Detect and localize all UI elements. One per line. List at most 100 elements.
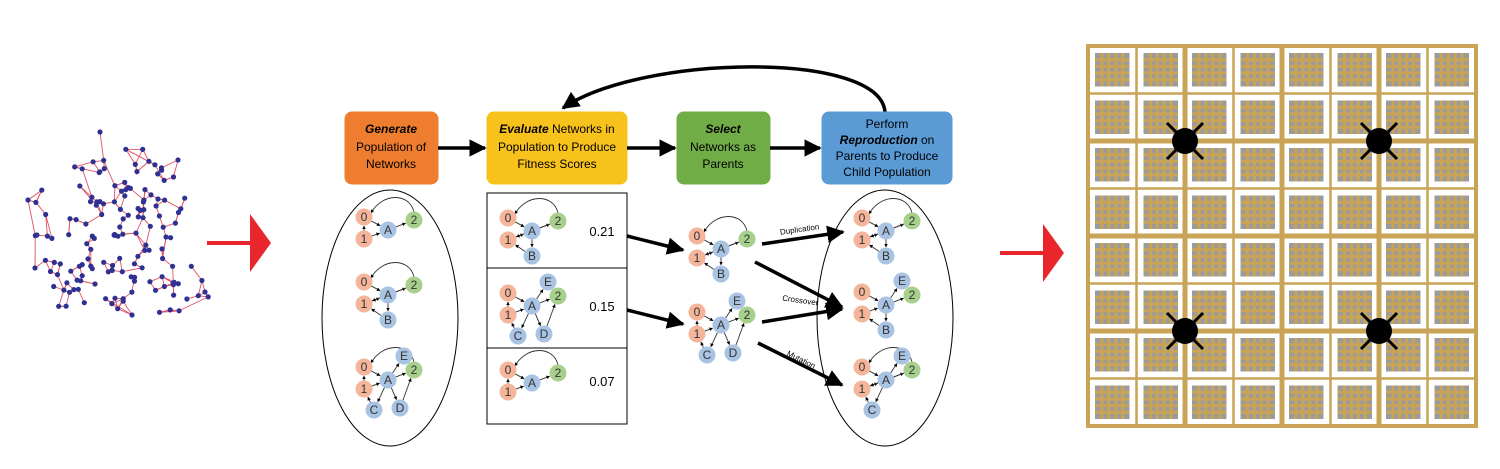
graph-edge (75, 167, 100, 173)
chip-core (1435, 101, 1470, 135)
graph-node (58, 261, 63, 266)
fitness-score-1: 0.21 (589, 224, 614, 239)
graph-node (142, 248, 147, 253)
duplication-arrow (762, 232, 843, 244)
graph-node (162, 198, 167, 203)
chip-core (1095, 101, 1130, 135)
graph-edge (75, 162, 93, 167)
graph-node (112, 199, 117, 204)
network-connection (540, 299, 550, 303)
graph-node (68, 269, 73, 274)
select-arrow-1 (627, 236, 683, 250)
network-connection (724, 332, 729, 344)
network-connection (372, 309, 382, 316)
chip-core (1192, 196, 1227, 230)
chip-core (1192, 243, 1227, 277)
graph-node (56, 304, 61, 309)
graph-node (142, 187, 147, 192)
network-node-label: 2 (411, 363, 418, 377)
graph-node (80, 273, 85, 278)
graph-node (129, 290, 134, 295)
graph-node (88, 264, 93, 269)
chip-core (1338, 196, 1373, 230)
network-node-label: 0 (505, 211, 512, 225)
network-node-label: A (717, 318, 725, 332)
network-node-label: 2 (909, 363, 916, 377)
network-node-label: 0 (505, 363, 512, 377)
network-connection (516, 386, 524, 389)
graph-node (133, 231, 138, 236)
graph-node (43, 212, 48, 217)
chip-router-hub (1167, 313, 1203, 349)
graph-node (101, 201, 106, 206)
network-connection (869, 222, 878, 227)
graph-node (49, 236, 54, 241)
chip-core (1241, 53, 1276, 87)
chip-core (1289, 386, 1324, 420)
graph-node (182, 196, 187, 201)
network-connection (890, 289, 897, 299)
graph-node (132, 261, 137, 266)
network-connection (736, 323, 744, 345)
network-connection (869, 371, 878, 376)
step-select: Select Networks as Parents (677, 112, 770, 184)
graph-node (117, 256, 122, 261)
chip-router-hub (1361, 123, 1397, 159)
network-node-label: D (396, 401, 405, 415)
graph-edge (146, 226, 151, 245)
network-connection (392, 364, 399, 374)
network-connection (515, 374, 524, 379)
network-connection (704, 316, 713, 321)
network-node-label: B (882, 249, 890, 263)
graph-node (162, 178, 167, 183)
network-node-label: D (729, 346, 738, 360)
graph-node (148, 224, 153, 229)
graph-node (177, 308, 182, 313)
graph-node (97, 129, 102, 134)
graph-node (175, 157, 180, 162)
network-node-label: 1 (361, 232, 368, 246)
random-network-graph (25, 129, 210, 317)
network-node-label: A (528, 299, 536, 313)
network-connection (729, 318, 739, 322)
chip-core (1386, 53, 1421, 87)
network-node-label: 2 (909, 288, 916, 302)
graph-node (136, 214, 141, 219)
step-reproduction-pre: Perform (866, 117, 909, 131)
step-reproduction-em: Reproduction (840, 133, 918, 147)
chip-core (1241, 243, 1276, 277)
graph-node (110, 263, 115, 268)
recurrent-connection (515, 350, 558, 366)
step-select-line2: Parents (702, 157, 743, 171)
red-arrow-right (1000, 224, 1064, 282)
network-node-label: E (898, 349, 906, 363)
graph-node (170, 264, 175, 269)
chip-core (1435, 53, 1470, 87)
network-node-label: D (540, 327, 549, 341)
network-node-label: A (717, 242, 725, 256)
network-connection (516, 245, 526, 252)
graph-node (155, 171, 160, 176)
graph-node (134, 169, 139, 174)
network-node-label: 0 (694, 229, 701, 243)
network-connection (547, 304, 555, 326)
network-connection (869, 296, 878, 301)
step-evaluate: Evaluate Networks in Population to Produ… (487, 112, 627, 184)
recurrent-connection (869, 198, 912, 214)
network-connection (711, 332, 718, 347)
recurrent-connection (371, 197, 414, 213)
graph-node (101, 158, 106, 163)
graph-edge (173, 160, 178, 177)
graph-node (92, 236, 97, 241)
chip-core (1095, 53, 1130, 87)
network-connection (371, 371, 380, 376)
graph-node (163, 234, 168, 239)
network-node-label: 2 (555, 366, 562, 380)
graph-node (92, 281, 97, 286)
graph-node (155, 196, 160, 201)
